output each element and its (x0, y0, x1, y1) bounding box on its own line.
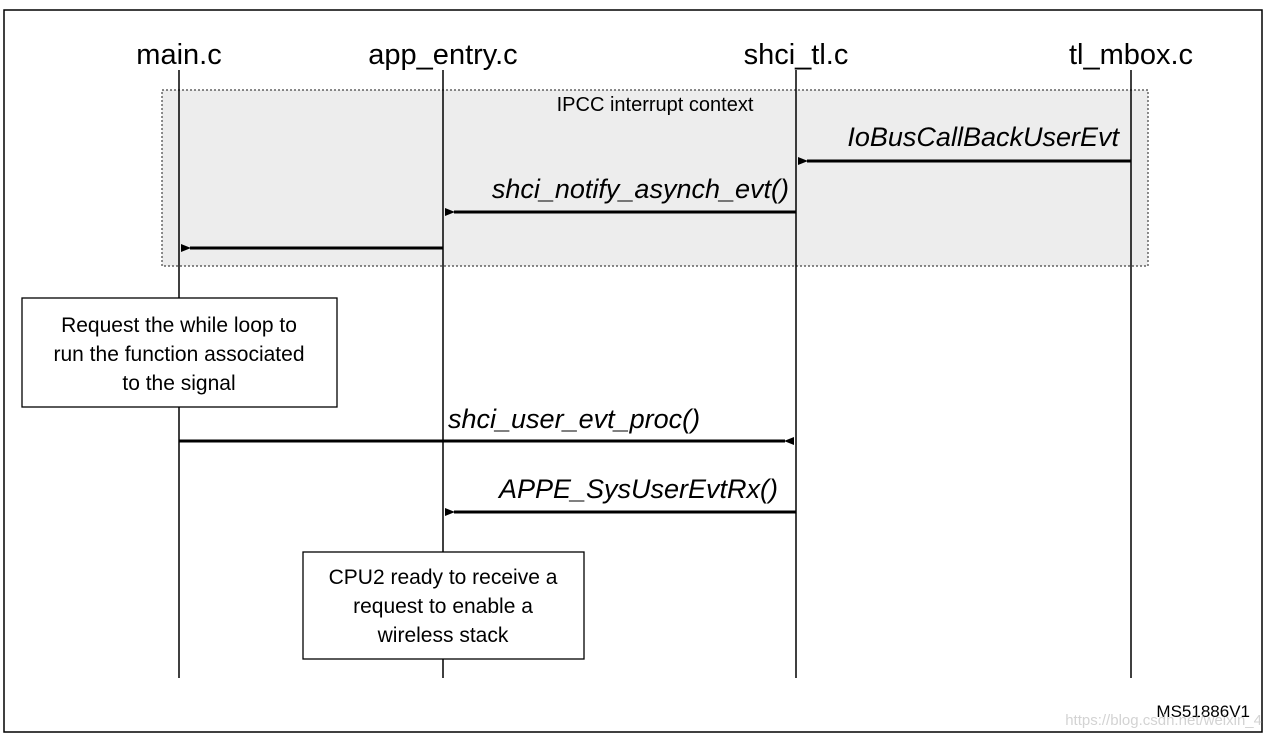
participant-main: main.c (136, 39, 221, 71)
note-box-cpu2 (302, 551, 585, 660)
context-box-label: IPCC interrupt context (557, 94, 754, 116)
note-cpu2-line-3: wireless stack (377, 624, 509, 647)
message-label-shci-notify: shci_notify_asynch_evt() (492, 174, 789, 204)
note-box-main (21, 297, 338, 408)
context-box (161, 89, 1149, 267)
note-main-line-2: run the function associated (54, 343, 305, 366)
participant-tl-mbox: tl_mbox.c (1069, 39, 1193, 71)
participant-app-entry: app_entry.c (368, 39, 517, 71)
note-cpu2-line-2: request to enable a (353, 595, 533, 618)
participant-shci-tl: shci_tl.c (744, 39, 849, 71)
note-main-line-3: to the signal (122, 372, 235, 395)
message-label-iobus: IoBusCallBackUserEvt (847, 122, 1120, 152)
note-cpu2-line-1: CPU2 ready to receive a (329, 566, 558, 589)
message-label-user-evt-proc: shci_user_evt_proc() (448, 404, 700, 434)
figure-reference: MS51886V1 (1156, 702, 1250, 721)
note-main-line-1: Request the while loop to (61, 314, 297, 337)
message-label-appe-sys: APPE_SysUserEvtRx() (497, 474, 778, 504)
watermark-text: https://blog.csdn.net/weixin_4 (1065, 712, 1262, 729)
